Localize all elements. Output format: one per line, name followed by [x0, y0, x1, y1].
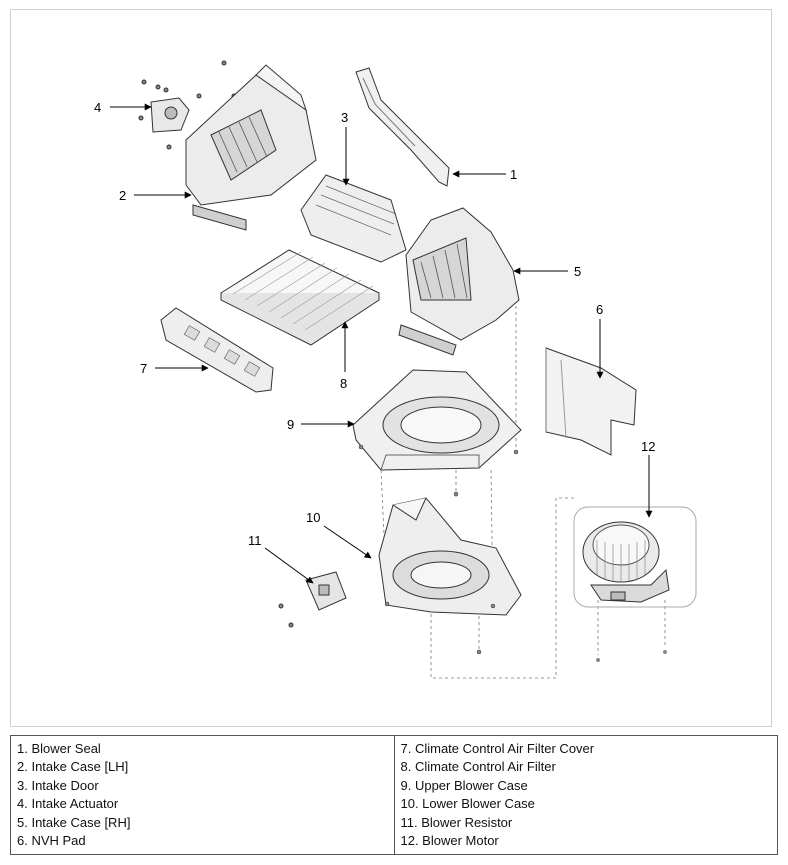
blower-seal-part	[355, 67, 450, 187]
callout-8: 8	[340, 376, 347, 391]
legend-item-10: 10. Lower Blower Case	[400, 796, 535, 812]
screws	[358, 444, 519, 655]
filter-cover-part	[160, 307, 274, 393]
upper-blower-case-part	[352, 369, 522, 471]
assembly-guide-lines	[360, 300, 666, 679]
callout-2: 2	[119, 188, 126, 203]
air-filter-part	[219, 249, 381, 346]
callout-6: 6	[596, 302, 603, 317]
callout-12: 12	[641, 439, 655, 454]
blower-resistor-part	[278, 571, 347, 628]
intake-door-part	[300, 174, 407, 263]
leader-arrows	[110, 103, 653, 584]
diagram-svg: 1 2 3 4 5 6 7 8 9 10 11 12	[94, 60, 697, 679]
callout-4: 4	[94, 100, 101, 115]
legend-item-6: 6. NVH Pad	[17, 833, 86, 849]
legend-item-2: 2. Intake Case [LH]	[17, 759, 129, 775]
callout-3: 3	[341, 110, 348, 125]
lower-blower-case-part	[378, 497, 522, 616]
callout-5: 5	[574, 264, 581, 279]
parts-legend-table: 1. Blower Seal 2. Intake Case [LH] 3. In…	[10, 735, 778, 855]
legend-row: 1. Blower Seal 2. Intake Case [LH] 3. In…	[11, 735, 778, 855]
legend-column-right: 7. Climate Control Air Filter Cover 8. C…	[393, 735, 778, 855]
callout-1: 1	[510, 167, 517, 182]
intake-case-rh-part	[398, 207, 520, 356]
legend-column-left: 1. Blower Seal 2. Intake Case [LH] 3. In…	[11, 736, 395, 855]
nvh-pad-part	[545, 347, 637, 456]
legend-item-9: 9. Upper Blower Case	[400, 777, 528, 793]
callout-9: 9	[287, 417, 294, 432]
callout-labels: 1 2 3 4 5 6 7 8 9 10 11 12	[94, 100, 655, 548]
leader-11	[264, 547, 314, 584]
legend-item-8: 8. Climate Control Air Filter	[400, 759, 556, 775]
legend-item-4: 4. Intake Actuator	[17, 796, 119, 812]
legend-item-5: 5. Intake Case [RH]	[17, 814, 131, 830]
legend-item-7: 7. Climate Control Air Filter Cover	[400, 741, 595, 756]
leader-10	[323, 525, 372, 559]
callout-11: 11	[248, 533, 262, 548]
callout-7: 7	[140, 361, 147, 376]
exploded-diagram: 1 2 3 4 5 6 7 8 9 10 11 12	[10, 9, 772, 727]
legend-item-12: 12. Blower Motor	[400, 833, 499, 849]
legend-item-1: 1. Blower Seal	[17, 741, 101, 756]
legend-item-11: 11. Blower Resistor	[400, 814, 513, 830]
callout-10: 10	[306, 510, 320, 525]
legend-item-3: 3. Intake Door	[17, 777, 99, 793]
intake-case-lh-part	[185, 64, 317, 231]
blower-motor-part	[573, 506, 697, 662]
intake-actuator-part	[138, 60, 237, 150]
